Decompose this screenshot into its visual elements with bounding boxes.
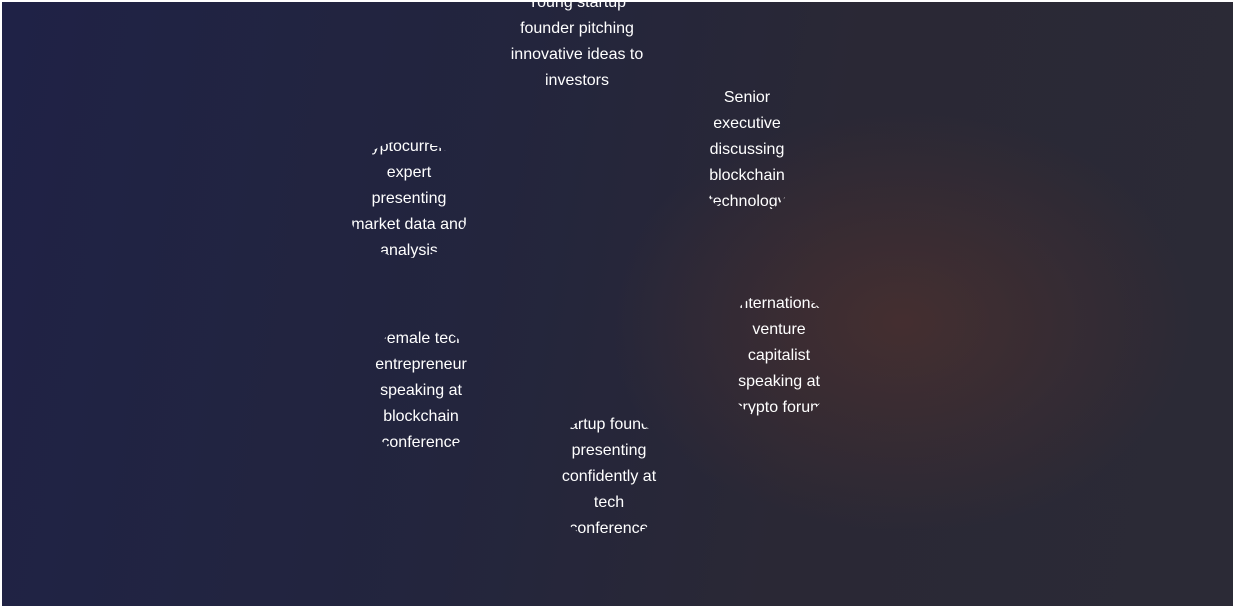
speaker-image-senior-executive: Senior executive discussing blockchain t… <box>692 84 802 216</box>
image-alt-text: Cryptocurrency expert presenting market … <box>351 140 467 258</box>
image-alt-text: Startup founder presenting confidently a… <box>553 416 665 537</box>
image-alt-text: Senior executive discussing blockchain t… <box>708 89 786 210</box>
speaker-image-startup-founder-pitching: Young startup founder pitching innovativ… <box>502 2 652 98</box>
speaker-image-female-entrepreneur: Female tech entrepreneur speaking at blo… <box>362 324 480 458</box>
image-alt-text: Young startup founder pitching innovativ… <box>510 2 644 89</box>
speaker-image-venture-capitalist: International venture capitalist speakin… <box>720 290 838 422</box>
image-alt-text: International venture capitalist speakin… <box>734 295 824 416</box>
image-alt-text: Female tech entrepreneur speaking at blo… <box>375 330 467 451</box>
speaker-image-startup-founder-presenting: Startup founder presenting confidently a… <box>550 412 668 542</box>
speaker-image-cryptocurrency-expert: Cryptocurrency expert presenting market … <box>346 140 472 258</box>
